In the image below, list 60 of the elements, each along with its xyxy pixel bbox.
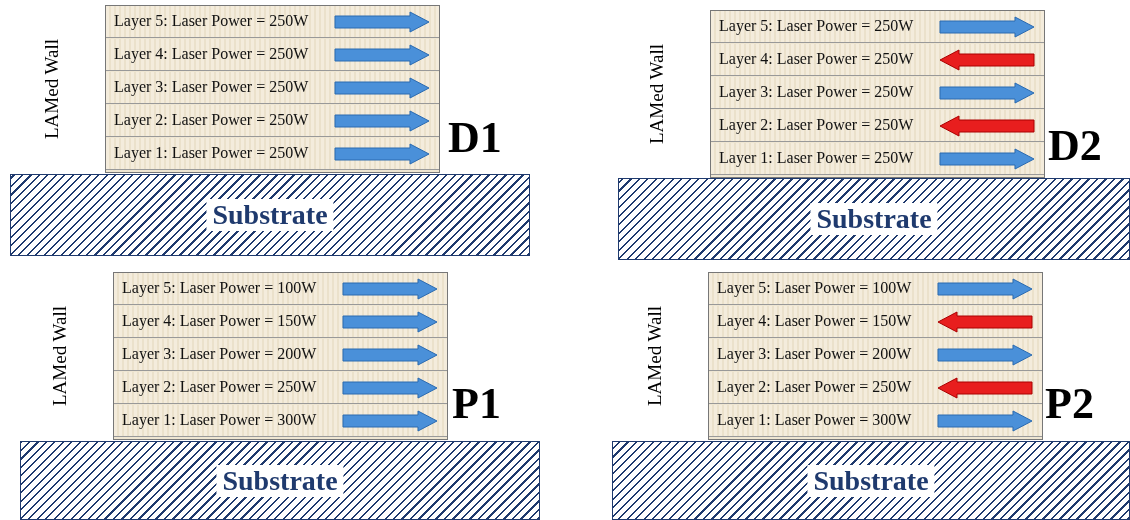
layer-label: Layer 4: Laser Power = 150W [717,312,912,330]
layer-strip [114,405,447,437]
layer-strip [106,138,439,170]
layer-label: Layer 2: Laser Power = 250W [114,111,309,129]
wall-label: LAMed Wall [49,306,71,406]
layer-strip [106,39,439,71]
layer-label: Layer 2: Laser Power = 250W [717,378,912,396]
layer-strip [114,273,447,305]
layer-label: Layer 4: Laser Power = 250W [114,45,309,63]
layer-label: Layer 1: Laser Power = 250W [719,149,914,167]
layer-strip [711,44,1044,76]
wall-label: LAMed Wall [646,44,668,144]
panel-label: D1 [448,112,502,163]
wall-label: LAMed Wall [41,39,63,139]
layer-strip [106,72,439,104]
layer-strip [711,110,1044,142]
substrate-block [10,174,530,256]
substrate-label: Substrate [807,464,935,497]
substrate-label: Substrate [216,464,344,497]
layer-label: Layer 1: Laser Power = 250W [114,144,309,162]
layer-strip [106,105,439,137]
layer-strip [114,306,447,338]
panel-label: P2 [1045,378,1094,429]
substrate-block [20,441,540,520]
layer-label: Layer 2: Laser Power = 250W [719,116,914,134]
layer-label: Layer 3: Laser Power = 200W [717,345,912,363]
layer-label: Layer 4: Laser Power = 250W [719,50,914,68]
layer-strip [709,372,1042,404]
layer-strip [711,143,1044,175]
layer-label: Layer 3: Laser Power = 200W [122,345,317,363]
substrate-label: Substrate [810,203,938,235]
layer-label: Layer 5: Laser Power = 250W [719,17,914,35]
layer-label: Layer 3: Laser Power = 250W [114,78,309,96]
layer-strip [711,77,1044,109]
layer-strip [709,306,1042,338]
wall-label: LAMed Wall [644,306,666,406]
layer-label: Layer 5: Laser Power = 100W [122,279,317,297]
layer-strip [711,11,1044,43]
panel-label: D2 [1048,120,1102,171]
layer-strip [709,273,1042,305]
wall-stack [708,272,1043,440]
substrate-block [612,441,1130,520]
layer-strip [114,339,447,371]
substrate-block [618,178,1130,260]
wall-stack [113,272,448,440]
layer-strip [106,6,439,38]
layer-label: Layer 1: Laser Power = 300W [717,411,912,429]
wall-stack [105,5,440,173]
layer-label: Layer 3: Laser Power = 250W [719,83,914,101]
layer-strip [114,372,447,404]
layer-strip [709,405,1042,437]
panel-label: P1 [452,378,501,429]
layer-label: Layer 4: Laser Power = 150W [122,312,317,330]
layer-label: Layer 2: Laser Power = 250W [122,378,317,396]
layer-label: Layer 5: Laser Power = 100W [717,279,912,297]
substrate-label: Substrate [206,199,334,231]
layer-label: Layer 1: Laser Power = 300W [122,411,317,429]
wall-stack [710,10,1045,178]
layer-label: Layer 5: Laser Power = 250W [114,12,309,30]
layer-strip [709,339,1042,371]
